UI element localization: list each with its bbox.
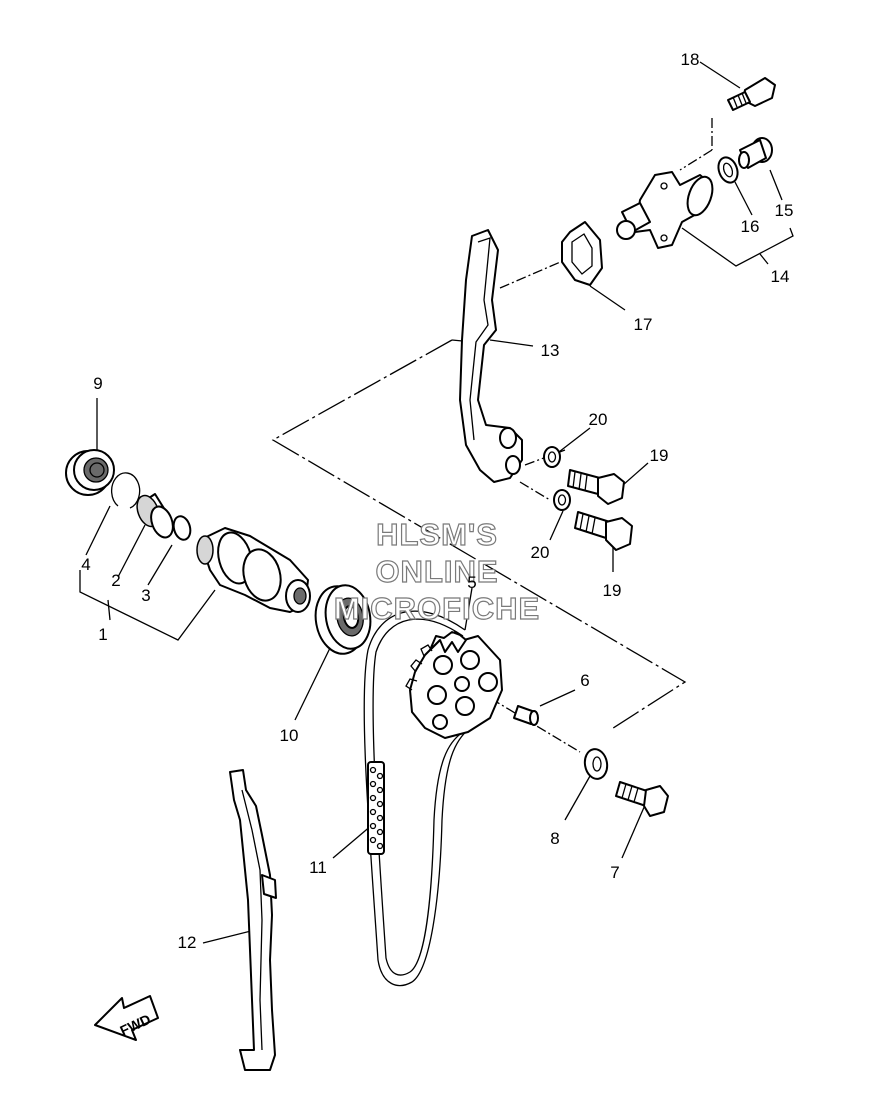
timing-chain-11 — [363, 610, 471, 987]
plug-bolt-15 — [738, 137, 773, 169]
washer-16 — [717, 156, 739, 184]
bolt-19-upper — [567, 469, 625, 505]
callout-3: 3 — [141, 586, 150, 605]
gasket-17 — [561, 221, 603, 286]
chain-guide-12 — [229, 769, 277, 1071]
callout-2: 2 — [111, 571, 120, 590]
callout-4: 4 — [81, 555, 90, 574]
callout-12: 12 — [178, 933, 197, 952]
callout-15: 15 — [775, 201, 794, 220]
callout-5: 5 — [467, 573, 476, 592]
chain-tensioner-14 — [616, 171, 714, 249]
cam-sprocket-5 — [405, 631, 503, 739]
watermark-line-2: ONLINE — [375, 554, 498, 589]
callout-7: 7 — [610, 863, 619, 882]
bolt-7 — [615, 781, 669, 817]
bolt-19-lower — [574, 511, 633, 551]
callout-8: 8 — [550, 829, 559, 848]
callout-1: 1 — [98, 625, 107, 644]
callout-18: 18 — [681, 50, 700, 69]
callout-14: 14 — [771, 267, 790, 286]
callout-6: 6 — [580, 671, 589, 690]
watermark-line-1: HLSM'S — [376, 517, 498, 552]
callout-10: 10 — [280, 726, 299, 745]
callout-20-upper: 20 — [589, 410, 608, 429]
bushing-2 — [136, 493, 174, 539]
bearing-9 — [65, 449, 115, 496]
tensioner-guide-13 — [459, 229, 523, 483]
watermark-line-3: MICROFICHE — [334, 591, 540, 626]
callout-19-upper: 19 — [650, 446, 669, 465]
callout-17: 17 — [634, 315, 653, 334]
callout-9: 9 — [93, 374, 102, 393]
dowel-pin-6 — [513, 705, 539, 726]
o-ring-3 — [172, 515, 192, 541]
washer-20-lower — [553, 489, 571, 511]
callout-11: 11 — [309, 858, 327, 877]
callout-19-lower: 19 — [603, 581, 622, 600]
callout-16: 16 — [741, 217, 760, 236]
washer-8 — [583, 748, 609, 780]
bearing-10 — [314, 584, 372, 655]
camshaft-1 — [196, 527, 311, 613]
callout-20-lower: 20 — [531, 543, 550, 562]
circlip-4 — [110, 472, 141, 509]
fwd-arrow: FWD — [94, 995, 159, 1041]
part-number-labels: 1 2 3 4 5 6 7 8 9 10 11 12 13 14 15 16 1… — [81, 50, 793, 952]
bolt-18 — [727, 77, 776, 111]
washer-20-upper — [543, 446, 561, 468]
callout-13: 13 — [541, 341, 560, 360]
watermark: HLSM'S ONLINE MICROFICHE — [333, 516, 540, 626]
